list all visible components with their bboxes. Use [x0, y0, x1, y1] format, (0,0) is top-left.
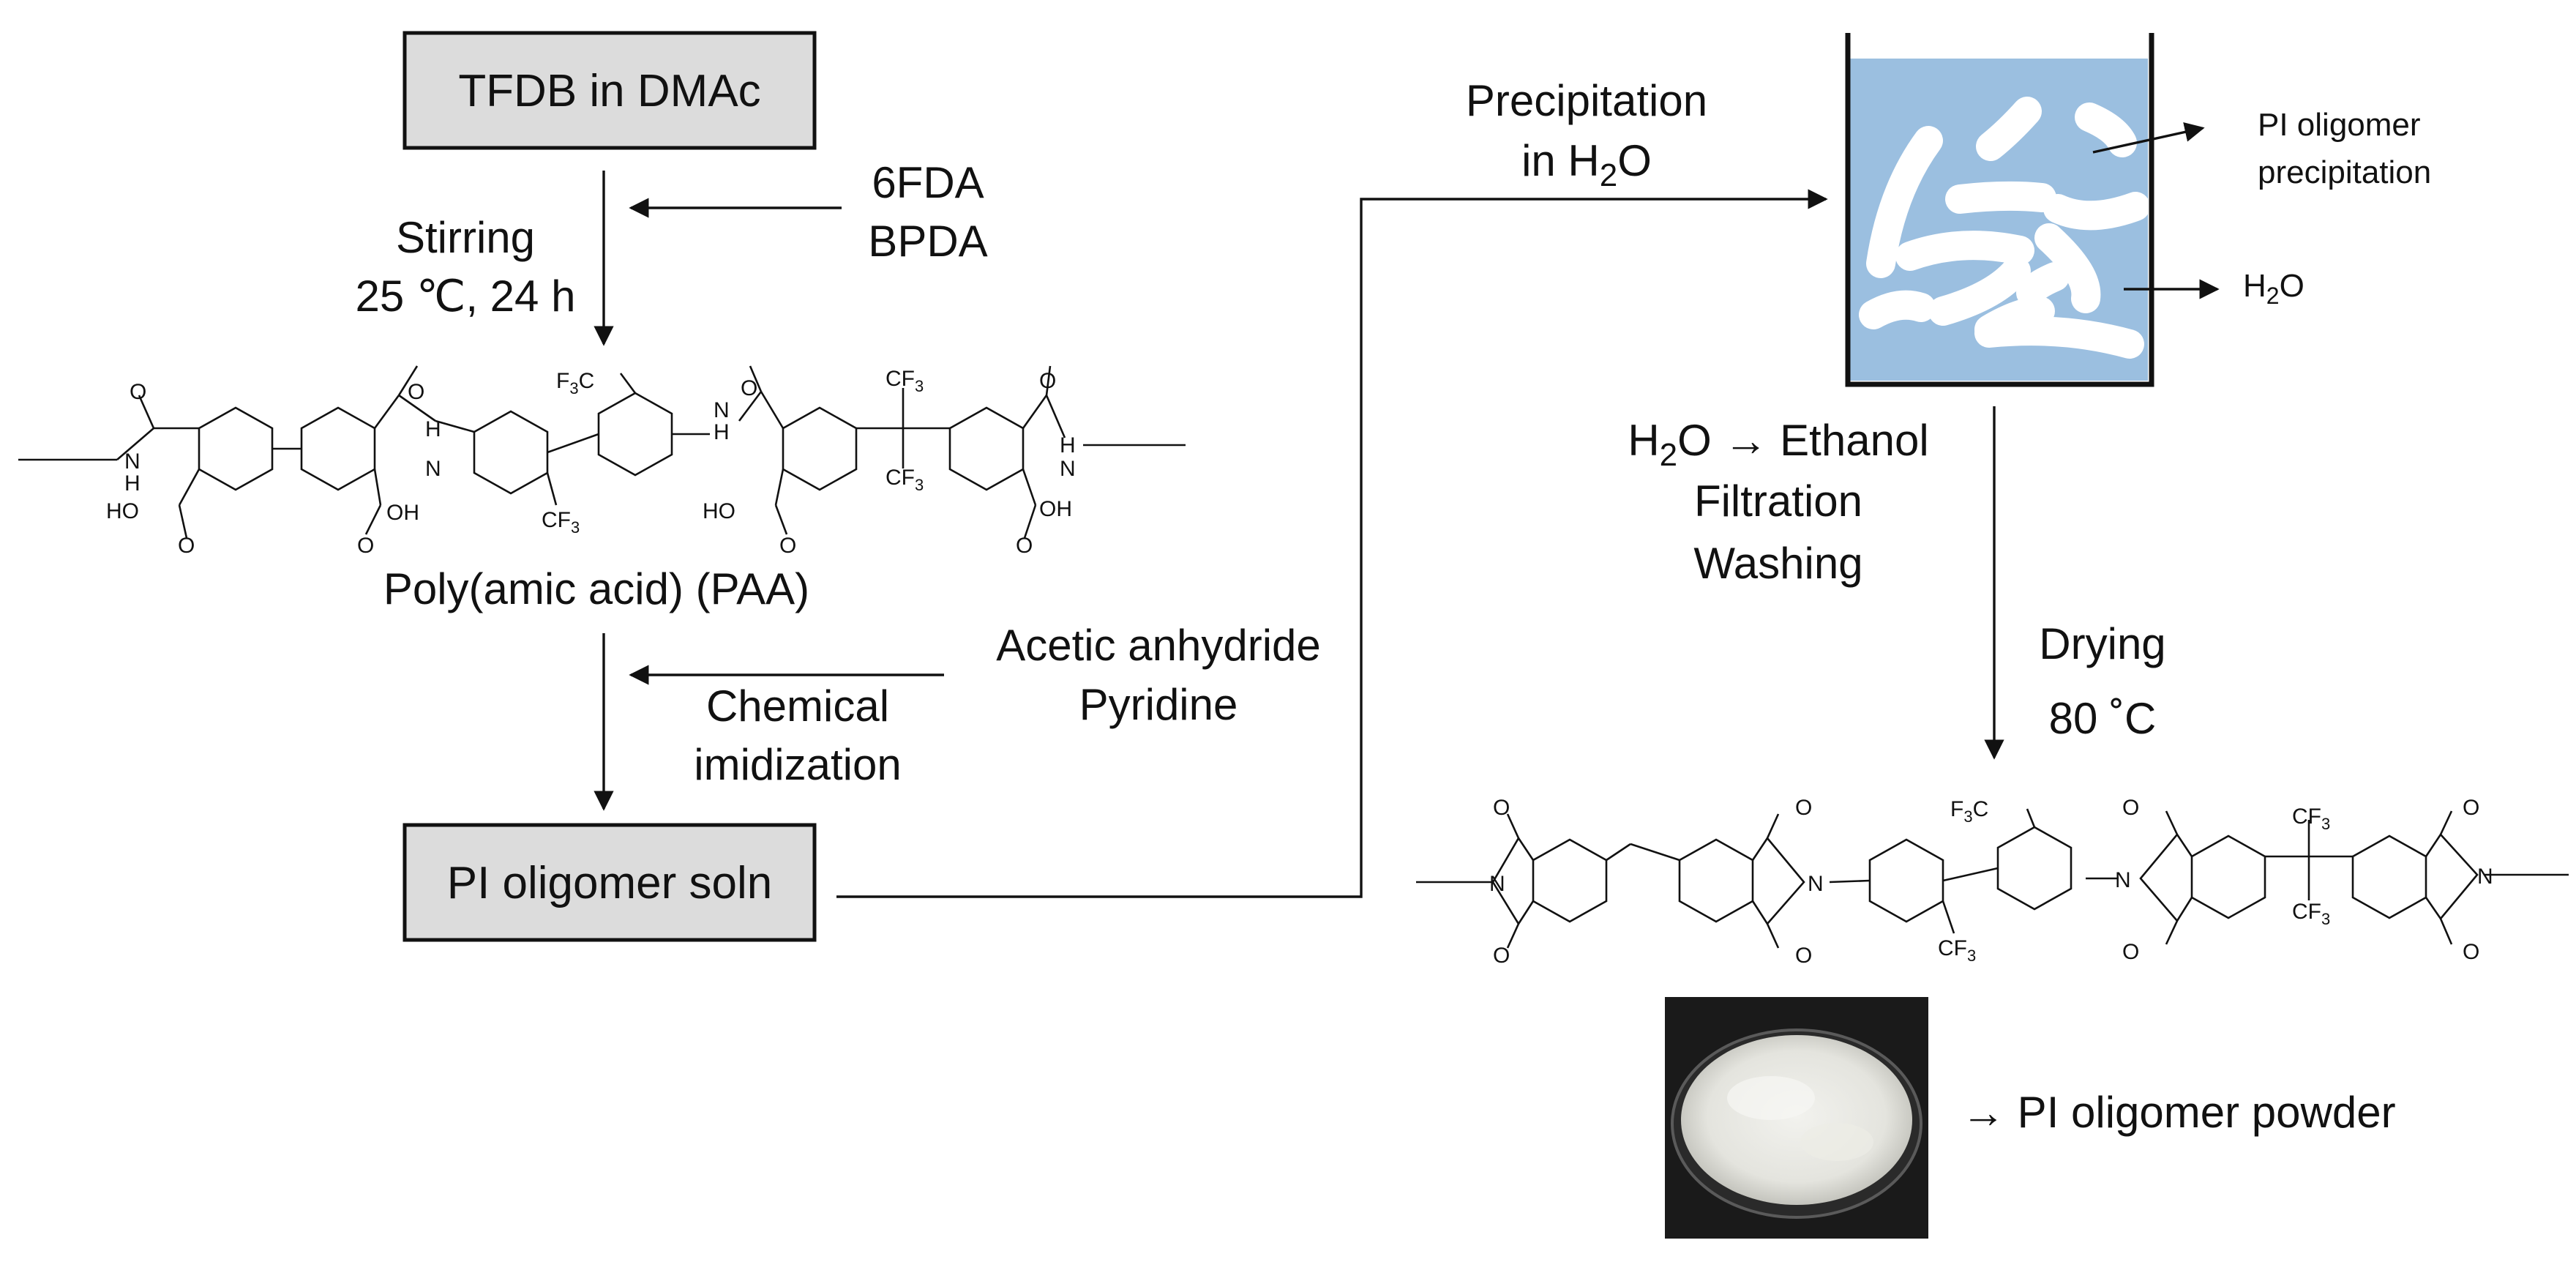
pi-atom-o-1: O [1493, 796, 1510, 820]
workup-line1: H2O → Ethanol [1628, 416, 1928, 473]
pi-atom-o-7: O [2463, 796, 2479, 820]
label-water: H2O [2243, 268, 2304, 309]
arrow-precipitation [836, 189, 1828, 898]
reagent-acetic-anhydride: Acetic anhydride [996, 621, 1321, 670]
pi-atom-o-6: O [2122, 940, 2139, 964]
drying-label: Drying 80 ˚C [2039, 619, 2165, 743]
oligomer-precipitate [1859, 97, 2150, 359]
reagents-2: Acetic anhydride Pyridine [996, 621, 1321, 729]
powder-photo [1665, 997, 1928, 1239]
paa-atom-o-4: O [357, 534, 374, 558]
beaker-wall [1845, 33, 2154, 387]
pi-cf3-2: CF3 [2292, 804, 2330, 833]
pi-atom-o-3: O [1795, 796, 1812, 820]
paa-structure: O N H HO O O H N O OH N H O HO O O H N O… [18, 365, 1186, 558]
start-box-label: TFDB in DMAc [458, 66, 760, 116]
label-oligomer-line1: PI oligomer [2258, 107, 2421, 143]
paa-label: Poly(amic acid) (PAA) [383, 564, 809, 613]
pi-atom-o-8: O [2463, 940, 2479, 964]
powder-label: → PI oligomer powder [1961, 1088, 2396, 1137]
paa-atom-o-3: O [408, 380, 424, 404]
paa-atom-o-8: O [1016, 534, 1033, 558]
conditions-2: Chemical imidization [694, 682, 901, 789]
paa-atom-n-4: N [1060, 457, 1076, 481]
paa-cf3-2: CF3 [886, 367, 924, 395]
workup-label: H2O → Ethanol Filtration Washing [1628, 416, 1928, 588]
reagents-1: 6FDA BPDA [868, 158, 987, 266]
paa-atom-h-1: H [124, 471, 141, 496]
paa-atom-h-4: H [1060, 433, 1076, 458]
pi-atom-n-1: N [1489, 872, 1505, 896]
paa-atom-n-3: N [714, 398, 730, 422]
workup-line3: Washing [1693, 539, 1862, 588]
drying-line1: Drying [2039, 619, 2165, 668]
pi-atom-o-5: O [2122, 796, 2139, 820]
paa-atom-h-3: H [714, 420, 730, 444]
start-box: TFDB in DMAc [402, 31, 817, 150]
precipitation-label: Precipitation in H2O [1466, 76, 1707, 193]
conditions-1: Stirring 25 ℃, 24 h [356, 213, 576, 321]
pi-cf3-1: CF3 [1938, 936, 1976, 965]
pointer-precipitate [2092, 122, 2205, 154]
pi-atom-n-3: N [2115, 868, 2131, 892]
paa-atom-o-1: O [130, 380, 146, 404]
paa-atom-ho-2: HO [703, 499, 735, 523]
pi-atom-n-4: N [2477, 865, 2493, 889]
workup-line2: Filtration [1694, 477, 1862, 526]
condition-temp-time: 25 ℃, 24 h [356, 272, 576, 321]
condition-imidization: imidization [694, 740, 901, 789]
label-oligomer-line2: precipitation [2258, 154, 2431, 190]
precipitation-line2: in H2O [1521, 136, 1652, 193]
paa-f3c-1: F3C [556, 369, 594, 397]
paa-atom-ho-1: HO [106, 499, 139, 523]
paa-atom-o-2: O [178, 534, 195, 558]
precipitation-line1: Precipitation [1466, 76, 1707, 125]
pi-atom-n-2: N [1808, 872, 1824, 896]
paa-atom-oh-1: OH [386, 501, 419, 525]
paa-atom-n-2: N [425, 457, 441, 481]
paa-atom-h-2: H [425, 417, 441, 441]
pi-atom-o-4: O [1795, 944, 1812, 968]
reagent-6fda: 6FDA [872, 158, 984, 207]
condition-stirring: Stirring [396, 213, 535, 262]
pi-atom-o-2: O [1493, 944, 1510, 968]
drying-line2: 80 ˚C [2049, 694, 2157, 743]
paa-atom-o-5: O [741, 376, 757, 400]
beaker: PI oligomer precipitation H2O [1845, 33, 2431, 387]
pi-f3c-1: F3C [1950, 797, 1988, 826]
oligomer-soln-box: PI oligomer soln [402, 823, 817, 942]
pi-cf3-3: CF3 [2292, 900, 2330, 928]
reagent-bpda: BPDA [868, 217, 987, 266]
paa-cf3-3: CF3 [886, 466, 924, 494]
oligomer-soln-label: PI oligomer soln [447, 858, 773, 908]
paa-atom-o-6: O [779, 534, 796, 558]
paa-atom-oh-2: OH [1039, 497, 1072, 521]
paa-atom-o-7: O [1039, 369, 1056, 393]
pi-structure: O N O O N O N O O O N O F3C CF3 CF3 CF3 [1416, 796, 2569, 968]
reagent-pyridine: Pyridine [1079, 680, 1238, 729]
paa-atom-n-1: N [124, 449, 141, 474]
condition-chemical: Chemical [706, 682, 889, 731]
paa-cf3-1: CF3 [542, 508, 580, 537]
